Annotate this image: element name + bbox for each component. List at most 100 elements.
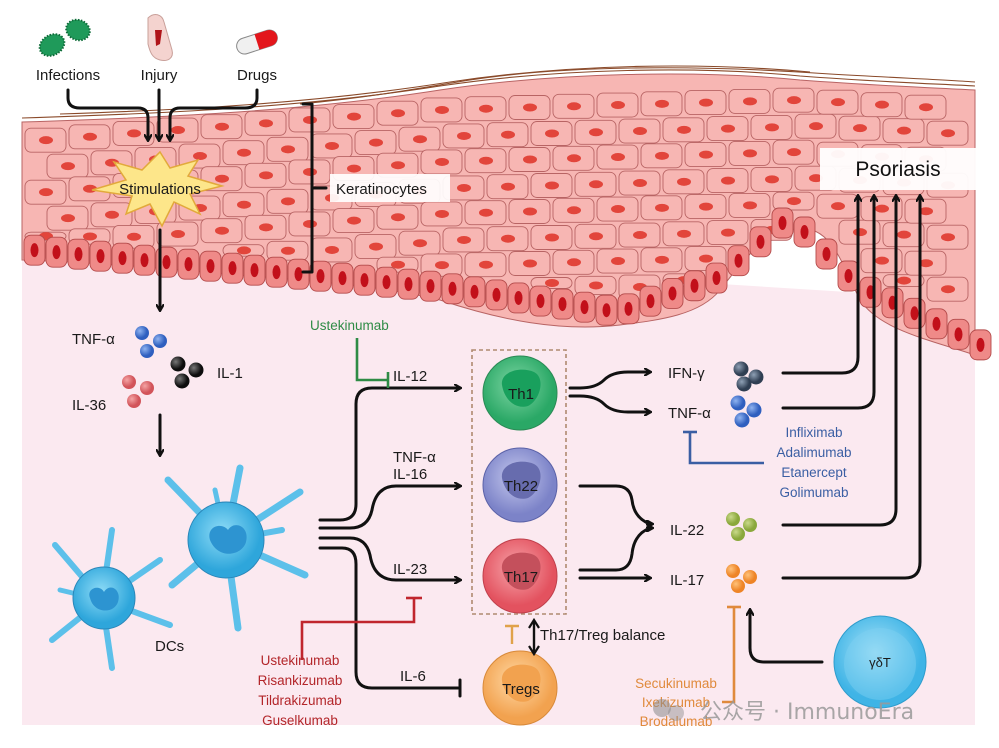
keratinocyte-nucleus xyxy=(237,246,251,255)
keratinocyte-nucleus xyxy=(83,132,97,141)
keratinocyte-nucleus xyxy=(303,219,317,228)
watermark-logo-icon xyxy=(653,699,671,717)
basal-nucleus xyxy=(646,294,655,309)
ifn-gamma-molecules xyxy=(733,361,764,392)
t-helper-group-box xyxy=(471,349,567,615)
keratinocyte-nucleus xyxy=(215,174,229,183)
keratinocyte-nucleus xyxy=(259,119,273,128)
keratinocyte-nucleus xyxy=(787,197,801,206)
tnf-to-psoriasis-path xyxy=(781,196,874,410)
basal-nucleus xyxy=(52,245,61,260)
stimulations-burst xyxy=(91,150,225,228)
treg-inhibit-th17-bar xyxy=(505,624,519,644)
keratinocyte-nucleus xyxy=(545,233,559,242)
keratinocyte-nucleus xyxy=(655,203,669,212)
basal-nucleus xyxy=(558,297,567,312)
basal-nucleus xyxy=(822,247,831,261)
basal-nucleus xyxy=(800,225,809,239)
basal-nucleus xyxy=(910,306,919,321)
keratinocyte-nucleus xyxy=(941,285,955,294)
il23-drug-3: Tildrakizumab xyxy=(258,693,342,708)
pill-capsule-icon xyxy=(236,29,278,55)
keratinocyte-nucleus xyxy=(39,188,53,197)
basal-nucleus xyxy=(96,249,105,264)
keratinocyte-nucleus xyxy=(259,223,273,232)
keratinocyte-nucleus xyxy=(237,200,251,209)
tnf-alpha-molecules xyxy=(135,326,167,358)
keratinocyte-nucleus xyxy=(589,128,603,137)
il-1-molecules xyxy=(170,356,204,389)
keratinocyte-cells xyxy=(23,87,992,361)
keratinocyte-nucleus xyxy=(897,230,911,239)
keratinocyte-nucleus xyxy=(589,180,603,189)
keratinocyte-nucleus xyxy=(281,246,295,255)
ifn-gamma-label: IFN-γ xyxy=(668,365,705,382)
effector-tnf-alpha-label: TNF-α xyxy=(668,405,711,422)
dcs-label: DCs xyxy=(155,638,184,655)
keratinocyte-nucleus xyxy=(545,129,559,138)
keratinocyte-nucleus xyxy=(919,259,933,268)
il23-drug-1: Ustekinumab xyxy=(261,653,340,668)
il17-to-psoriasis-path xyxy=(781,196,920,580)
keratinocytes-label-box xyxy=(330,174,450,202)
th22-label: Th22 xyxy=(504,478,538,495)
basal-nucleus xyxy=(470,284,479,299)
il22-to-psoriasis-path xyxy=(781,196,896,527)
keratinocyte-nucleus xyxy=(413,239,427,248)
keratinocyte-nucleus xyxy=(369,138,383,147)
keratinocyte-nucleus xyxy=(633,179,647,188)
gamma-delta-t-cell xyxy=(833,615,927,709)
keratinocyte-nucleus xyxy=(171,126,185,135)
keratinocyte-nucleus xyxy=(325,245,339,254)
keratinocyte-nucleus xyxy=(435,157,449,166)
keratinocyte-nucleus xyxy=(171,230,185,239)
keratinocyte-nucleus xyxy=(39,136,53,145)
basal-nucleus xyxy=(360,273,369,288)
keratinocyte-nucleus xyxy=(875,100,889,109)
th17-label: Th17 xyxy=(504,569,538,586)
keratinocyte-nucleus xyxy=(941,129,955,138)
keratinocyte-nucleus xyxy=(919,207,933,216)
il6-label: IL-6 xyxy=(400,668,426,685)
il12-path xyxy=(318,388,460,522)
keratinocyte-nucleus xyxy=(457,131,471,140)
keratinocyte-nucleus xyxy=(501,130,515,139)
keratinocyte-nucleus xyxy=(633,231,647,240)
basal-nucleus xyxy=(778,216,787,230)
keratinocyte-nucleus xyxy=(809,174,823,183)
keratinocyte-nucleus xyxy=(655,255,669,264)
initial-il-36-label: IL-36 xyxy=(72,397,106,414)
keratinocyte-nucleus xyxy=(721,228,735,237)
keratinocyte-nucleus xyxy=(611,153,625,162)
keratinocyte-nucleus xyxy=(743,149,757,158)
keratinocyte-nucleus xyxy=(611,205,625,214)
keratinocyte-nucleus xyxy=(831,98,845,107)
tnf-drug-2: Adalimumab xyxy=(776,445,851,460)
drugs-arrow xyxy=(170,88,259,140)
keratinocyte-nucleus xyxy=(391,213,405,222)
keratinocytes-label: Keratinocytes xyxy=(336,181,427,198)
keratinocyte-nucleus xyxy=(237,148,251,157)
keratinocyte-nucleus xyxy=(809,122,823,131)
keratinocyte-nucleus xyxy=(435,209,449,218)
th22-to-il22-path xyxy=(578,484,652,524)
keratinocyte-nucleus xyxy=(105,210,119,219)
tregs-cell xyxy=(482,650,558,726)
trigger-drugs-label: Drugs xyxy=(237,67,277,84)
keratinocyte-nucleus xyxy=(325,141,339,150)
il-36-molecules xyxy=(122,375,154,408)
keratinocyte-nucleus xyxy=(281,145,295,154)
keratinocyte-nucleus xyxy=(391,260,405,269)
basal-nucleus xyxy=(140,253,149,268)
tnf-drug-1: Infliximab xyxy=(785,425,842,440)
il23-label: IL-23 xyxy=(393,561,427,578)
dendritic-cell-small xyxy=(49,527,173,671)
effector-tnf-alpha-molecules xyxy=(730,395,762,428)
keratinocyte-nucleus xyxy=(897,126,911,135)
il12-label: IL-12 xyxy=(393,368,427,385)
basal-nucleus xyxy=(932,316,941,331)
dendritic-cell-large xyxy=(164,464,309,632)
keratinocyte-nucleus xyxy=(633,127,647,136)
il17-drug-1: Secukinumab xyxy=(635,676,717,691)
keratinocyte-nucleus xyxy=(699,150,713,159)
